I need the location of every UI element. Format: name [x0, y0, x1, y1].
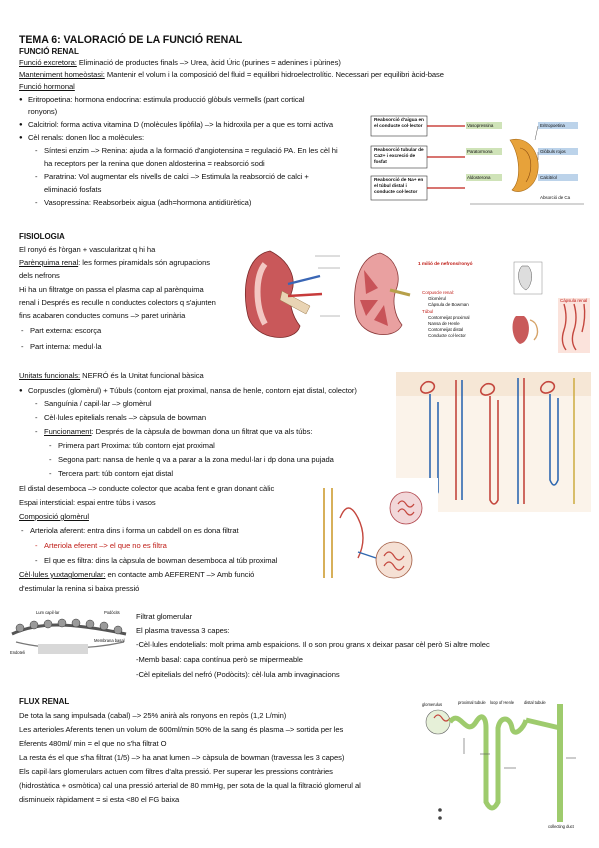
figure-label: Aldosterona: [467, 175, 491, 180]
list-item: Arteriola eferent –> el que no es filtra: [35, 541, 167, 551]
list-item: Calcitriol: forma activa vitamina D (mol…: [19, 120, 333, 130]
figure-label: Reabsorció d'aigua en el conducte col·le…: [374, 118, 424, 129]
list-item: Part interna: medul·la: [21, 342, 101, 352]
list-item: eliminació fosfats: [44, 185, 102, 194]
text-line: De tota la sang impulsada (cabal) –> 25%…: [19, 711, 287, 720]
text-line: -Memb basal: capa contínua però se miper…: [136, 655, 303, 664]
figure-label: Calcitriol: [540, 175, 557, 180]
text-line: Hi ha un filtratge on passa el plasma ca…: [19, 285, 204, 294]
glomerulus-figure: [318, 478, 438, 586]
text-line: Funció excretora: Eliminació de producte…: [19, 58, 341, 67]
nephron-flux-figure: glomerulus proximal tubule loop of Henle…: [420, 698, 592, 830]
list-item: Primera part Proxima: túb contorn ejat p…: [49, 441, 215, 451]
text-line: -Cèl epitelials del nefró (Podòcits): cè…: [136, 670, 340, 679]
text-line: -Cèl·lules endotelials: molt prima amb e…: [136, 640, 490, 649]
list-item: Sanguínia / capil·lar –> glomèrul: [35, 399, 152, 409]
figure-label: loop of Henle: [490, 700, 515, 705]
figure-label: Glòbuls rojos: [540, 149, 566, 154]
list-item: Corpuscles (glomèrul) + Túbuls (contorn …: [19, 386, 357, 396]
figure-label: 1 milió de nefrons/ronyó: [418, 262, 473, 267]
text-line: d'estimular la renina si baixa pressió: [19, 584, 140, 593]
figure-label: Conducte col·lector: [428, 333, 466, 338]
text-line: La resta és el que s'ha filtrat (1/5) –>…: [19, 753, 345, 762]
figure-label: Paratormona: [467, 149, 493, 154]
text-line: fins acabaren conductes comuns –> paret …: [19, 311, 186, 320]
list-item: Vasopressina: Reabsorbeix aigua (adh=hor…: [35, 198, 251, 208]
figure-label: Vasopressina: [467, 123, 494, 128]
figure-label: glomerulus: [422, 702, 442, 707]
list-item: Segona part: nansa de henle q va a parar…: [49, 455, 334, 465]
text-line: Espai intersticial: espai entre túbs i v…: [19, 498, 156, 507]
renal-capsule-figure: Càpsula renal: [508, 258, 592, 358]
figure-label: Lum capil·lar: [36, 610, 60, 615]
list-item: Tercera part: túb contorn ejat distal: [49, 469, 173, 479]
list-item: Cèl·lules epitelials renals –> càpsula d…: [35, 413, 206, 423]
text-line: Les arterioles Aferents tenen un volum d…: [19, 725, 344, 734]
section-heading-filtrat: Filtrat glomerular: [136, 612, 193, 621]
kidney-pyramids-figure: [350, 250, 415, 340]
figure-label: Reabsorció tubular de Ca2+ i excreció de…: [374, 148, 424, 165]
figure-label: Nansa de Henle: [428, 321, 460, 326]
figure-label: Corpuscle renal:: [422, 290, 454, 295]
figure-label: Contorneijat distal: [428, 327, 464, 332]
text-line: dels nefrons: [19, 271, 60, 280]
figure-label: Absorció de Ca: [540, 195, 571, 200]
section-heading-unitats: Unitats funcionals: NEFRÓ és la Unitat f…: [19, 371, 204, 380]
list-item: El que es filtra: dins la càpsula de bow…: [35, 556, 277, 566]
text-line: Els capil·lars glomerulars actuen com fi…: [19, 767, 333, 776]
figure-label: distal tubule: [524, 700, 546, 705]
list-item: Arteriola aferent: entra dins i forma un…: [21, 526, 239, 536]
figure-label: Eritropoetina: [540, 123, 565, 128]
subheading: Composició glomèrul: [19, 512, 89, 521]
text-line: (hidrostàtica + osmòtica) cal una pressi…: [19, 781, 361, 790]
section-heading-funcio-renal: FUNCIÓ RENAL: [19, 47, 79, 56]
figure-label: Glomèrul: [428, 296, 446, 301]
list-item: Síntesi enzim –> Renina: ajuda a la form…: [35, 146, 338, 156]
figure-label: collecting duct: [548, 824, 574, 829]
page-title: TEMA 6: VALORACIÓ DE LA FUNCIÓ RENAL: [19, 34, 243, 46]
text-line: El ronyó és l'òrgan + vascularitzat q hi…: [19, 245, 156, 254]
hormone-figure: Reabsorció d'aigua en el conducte col·le…: [370, 110, 592, 215]
nephron-legend: 1 milió de nefrons/ronyó Corpuscle renal…: [418, 262, 508, 342]
list-item: ha receptors per la renina que donen ald…: [44, 159, 265, 168]
section-heading-fisiologia: FISIOLOGIA: [19, 232, 65, 241]
subheading: Funció hormonal: [19, 82, 75, 91]
list-item: Eritropoetina: hormona endocrina: estimu…: [19, 95, 305, 105]
text-line: disminueix ràpidament = si esta <80 el F…: [19, 795, 180, 804]
figure-label: Podòcits: [104, 610, 120, 615]
list-item: Cèl renals: donen lloc a molècules:: [19, 133, 144, 143]
section-heading-flux: FLUX RENAL: [19, 697, 70, 706]
kidney-section-figure: [240, 246, 345, 346]
podocyte-figure: Lum capil·lar Podòcits Membrana basal En…: [8, 608, 128, 660]
list-item: Paratrina: Vol augmentar els nivells de …: [35, 172, 309, 182]
list-item: Funcionament: Després de la càpsula de b…: [35, 427, 312, 437]
list-item: Part externa: escorça: [21, 326, 101, 336]
figure-label: Membrana basal: [94, 638, 125, 643]
text-line: Manteniment homeòstasi: Mantenir el volu…: [19, 70, 444, 79]
text-line: Eferents 480ml/ min = el que no s'ha fil…: [19, 739, 167, 748]
figure-label: Càpsula de Bowman: [428, 302, 469, 307]
text-line: El distal desemboca –> conducte colector…: [19, 484, 275, 493]
list-item: ronyons): [28, 107, 58, 116]
figure-label: Endoteli: [10, 650, 25, 655]
figure-label: Contorneijat proximal: [428, 315, 470, 320]
figure-label: Túbul: [422, 309, 434, 314]
text-line: Cèl·lules yuxtaglomerular: en contacte a…: [19, 570, 255, 579]
figure-label: Reabsorció de Na+ en el túbul distal i c…: [374, 178, 424, 195]
text-line: renal i Després es reculle n conductes c…: [19, 298, 216, 307]
figure-label: proximal tubule: [458, 700, 486, 705]
figure-label: Càpsula renal: [560, 298, 588, 303]
text-line: Parènquima renal: les formes piramidals …: [19, 258, 211, 267]
text-line: El plasma travessa 3 capes:: [136, 626, 230, 635]
